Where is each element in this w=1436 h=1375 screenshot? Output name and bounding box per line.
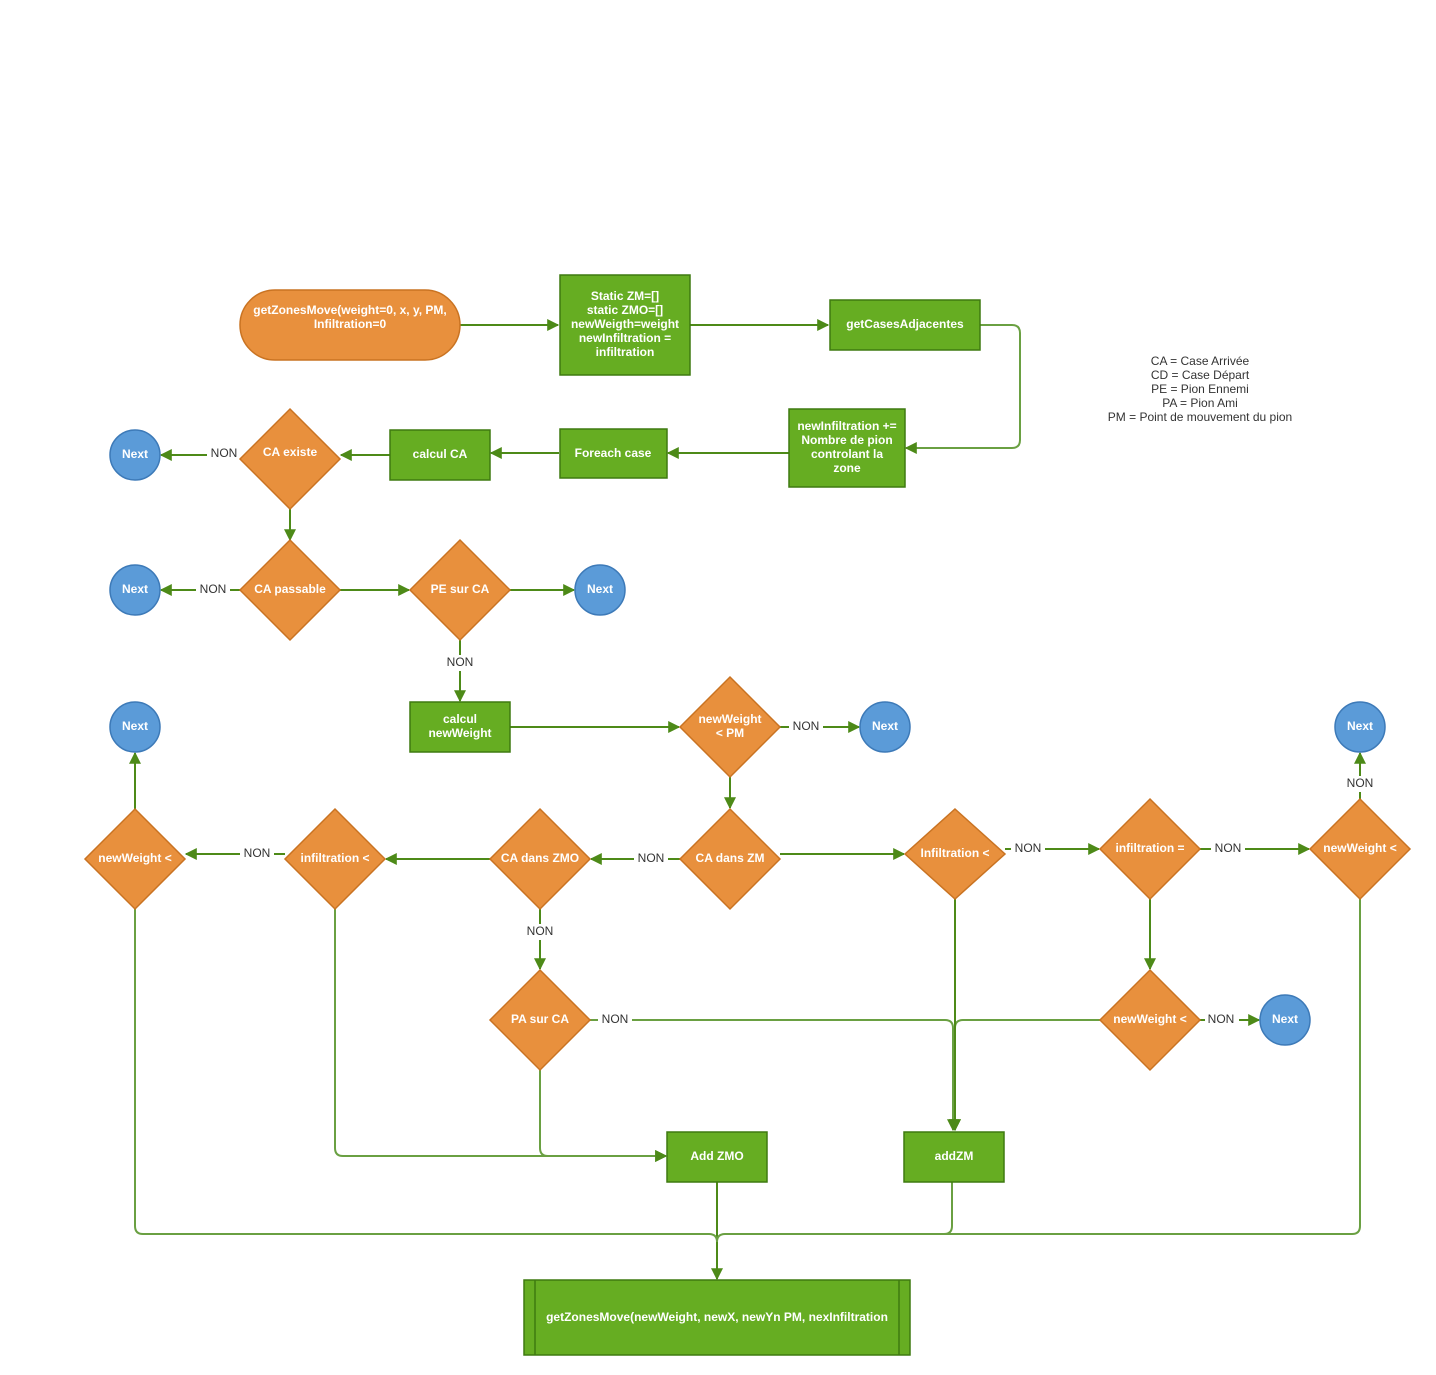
next-node-5: Next	[109, 701, 161, 753]
node-start: getZonesMove(weight=0, x, y, PM, Infiltr…	[239, 289, 461, 361]
label-non-capassable: NON	[200, 582, 227, 596]
node-ca-dans-zmo-label: CA dans ZMO	[501, 851, 579, 865]
node-newweight-lt-mid-label: newWeight <	[1113, 1012, 1186, 1026]
legend-line-1: CA = Case Arrivée	[1151, 354, 1250, 368]
node-ca-existe: CA existe	[238, 407, 342, 511]
node-infiltration-lt-left-label: infiltration <	[301, 851, 370, 865]
node-init-line1: Static ZM=[]	[591, 289, 659, 303]
node-newweight-lt-left-label: newWeight <	[98, 851, 171, 865]
node-calcul-ca: calcul CA	[389, 429, 491, 481]
node-infiltration-eq-label: infiltration =	[1116, 841, 1185, 855]
node-add-zm-label: addZM	[935, 1149, 974, 1163]
node-ca-dans-zm-label: CA dans ZM	[696, 851, 765, 865]
label-non-newweightfar: NON	[1347, 776, 1374, 790]
node-calcul-newweight: calcul newWeight	[409, 701, 511, 753]
next-node-4-label: Next	[872, 719, 898, 733]
node-init-line4: newInfiltration =	[579, 331, 671, 345]
node-infiltration-eq: infiltration =	[1098, 797, 1202, 901]
next-node-7: Next	[1259, 994, 1311, 1046]
node-calcul-newweight-line2: newWeight	[428, 726, 491, 740]
edge-newweightlt-recurse	[134, 909, 718, 1243]
node-start-line1: getZonesMove(weight=0, x, y, PM,	[253, 303, 446, 317]
node-add-zmo: Add ZMO	[666, 1131, 768, 1183]
label-non-cadanszmo: NON	[527, 924, 554, 938]
next-node-5-label: Next	[122, 719, 148, 733]
node-start-line2: Infiltration=0	[314, 317, 387, 331]
label-non-infiltrationlt: NON	[244, 846, 271, 860]
node-infiltration-lt-left: infiltration <	[283, 807, 387, 911]
label-non-caexiste: NON	[211, 446, 238, 460]
legend-line-4: PA = Pion Ami	[1162, 396, 1238, 410]
next-node-4: Next	[859, 701, 911, 753]
node-newweight-lt-far-label: newWeight <	[1323, 841, 1396, 855]
node-newweight-lt-mid: newWeight <	[1098, 968, 1202, 1072]
node-ca-dans-zm: CA dans ZM	[678, 807, 782, 911]
edge-infiltrationlt-addzmo	[334, 909, 668, 1162]
legend-line-5: PM = Point de mouvement du pion	[1108, 410, 1292, 424]
node-add-zmo-label: Add ZMO	[690, 1149, 743, 1163]
edge-newweightmid-addzm	[949, 1019, 1100, 1132]
node-newweight-lt-left: newWeight <	[83, 807, 187, 911]
next-node-3: Next	[574, 564, 626, 616]
node-ca-passable: CA passable	[238, 538, 342, 642]
label-non-pesurca: NON	[447, 655, 474, 669]
node-ca-dans-zmo: CA dans ZMO	[488, 807, 592, 911]
legend: CA = Case Arrivée CD = Case Départ PE = …	[1108, 354, 1292, 424]
next-node-6: Next	[1334, 701, 1386, 753]
next-node-7-label: Next	[1272, 1012, 1298, 1026]
label-non-infiltrationeq: NON	[1215, 841, 1242, 855]
next-node-2: Next	[109, 564, 161, 616]
node-new-infiltration-line2: Nombre de pion	[801, 433, 892, 447]
node-init-line5: infiltration	[596, 345, 655, 359]
next-node-3-label: Next	[587, 582, 613, 596]
node-init-line2: static ZMO=[]	[587, 303, 663, 317]
node-infiltration-lt-right: Infiltration <	[903, 807, 1007, 901]
legend-line-2: CD = Case Départ	[1151, 368, 1250, 382]
node-ca-passable-label: CA passable	[254, 582, 326, 596]
node-get-cases-label: getCasesAdjacentes	[846, 317, 964, 331]
edge-newweightfar-recurse	[725, 899, 1361, 1235]
label-non-pasurca: NON	[602, 1012, 629, 1026]
node-newweight-lt-far: newWeight <	[1308, 797, 1412, 901]
edge-getcases-newinfiltration	[904, 324, 1021, 454]
node-new-infiltration-line4: zone	[833, 461, 861, 475]
node-new-infiltration-line3: controlant la	[811, 447, 883, 461]
node-recurse: getZonesMove(newWeight, newX, newYn PM, …	[523, 1279, 911, 1356]
node-add-zm: addZM	[903, 1131, 1005, 1183]
label-non-newweightpm: NON	[793, 719, 820, 733]
node-get-cases: getCasesAdjacentes	[829, 299, 981, 351]
label-non-newweightmid: NON	[1208, 1012, 1235, 1026]
node-new-infiltration-line1: newInfiltration +=	[797, 419, 896, 433]
node-new-infiltration: newInfiltration += Nombre de pion contro…	[788, 408, 906, 488]
label-non-infiltrationltr: NON	[1015, 841, 1042, 855]
legend-line-3: PE = Pion Ennemi	[1151, 382, 1249, 396]
node-pa-sur-ca-label: PA sur CA	[511, 1012, 569, 1026]
node-infiltration-lt-right-label: Infiltration <	[921, 846, 990, 860]
edge-pasurca-addzm	[590, 1019, 959, 1132]
node-foreach: Foreach case	[559, 428, 668, 479]
next-node-1: Next	[109, 429, 161, 481]
node-calcul-ca-label: calcul CA	[413, 447, 468, 461]
node-ca-existe-label: CA existe	[263, 445, 318, 459]
node-init-line3: newWeigth=weight	[571, 317, 679, 331]
node-recurse-label: getZonesMove(newWeight, newX, newYn PM, …	[546, 1310, 888, 1324]
node-newweight-pm: newWeight < PM	[678, 675, 782, 779]
node-pe-sur-ca-label: PE sur CA	[431, 582, 490, 596]
node-pe-sur-ca: PE sur CA	[408, 538, 512, 642]
edge-labels: NON NON NON NON NON NON NON NON NON NON …	[196, 446, 1377, 1028]
next-node-6-label: Next	[1347, 719, 1373, 733]
node-init: Static ZM=[] static ZMO=[] newWeigth=wei…	[559, 274, 691, 376]
node-pa-sur-ca: PA sur CA	[488, 968, 592, 1072]
next-node-1-label: Next	[122, 447, 148, 461]
label-non-cadanszm: NON	[638, 851, 665, 865]
node-foreach-label: Foreach case	[575, 446, 652, 460]
edge-pasurca-addzmo	[539, 1070, 668, 1162]
edges	[129, 319, 1366, 1281]
next-node-2-label: Next	[122, 582, 148, 596]
node-newweight-pm-line1: newWeight	[698, 712, 761, 726]
node-calcul-newweight-line1: calcul	[443, 712, 477, 726]
node-newweight-pm-line2: < PM	[716, 726, 744, 740]
